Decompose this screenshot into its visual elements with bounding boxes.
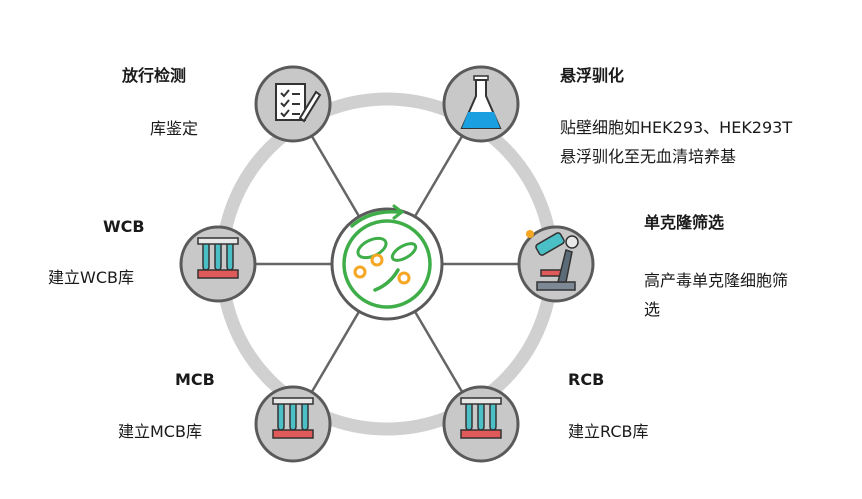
release-title: 放行检测 <box>122 66 187 85</box>
clone-desc-line-1: 高产毒单克隆细胞筛 <box>644 271 789 290</box>
release-desc: 库鉴定 <box>150 119 199 138</box>
suspension-desc-line-2: 悬浮驯化至无血清培养基 <box>560 147 737 166</box>
erlenmeyer-flask-icon <box>460 75 502 129</box>
suspension-title: 悬浮驯化 <box>560 66 625 85</box>
clone-title: 单克隆筛选 <box>644 213 725 232</box>
clone-desc-line-2: 选 <box>644 300 661 319</box>
cell-culture-dish-icon <box>342 204 432 309</box>
test-tube-rack-icon <box>272 397 314 439</box>
test-tube-rack-icon <box>197 237 239 279</box>
center-node <box>330 204 444 321</box>
node-clone <box>517 225 595 303</box>
rcb-title: RCB <box>568 370 605 389</box>
node-release <box>254 65 332 143</box>
node-rcb <box>442 385 520 463</box>
node-suspension <box>442 65 520 143</box>
test-tube-rack-icon <box>460 397 502 439</box>
mcb-desc: 建立MCB库 <box>118 422 202 441</box>
clipboard-checklist-icon <box>275 83 322 123</box>
node-wcb <box>179 225 257 303</box>
rcb-desc: 建立RCB库 <box>568 422 649 441</box>
microscope-icon <box>526 230 579 291</box>
node-mcb <box>254 385 332 463</box>
suspension-desc-line-1: 贴壁细胞如HEK293、HEK293T <box>560 118 793 137</box>
mcb-title: MCB <box>175 370 215 389</box>
wcb-title: WCB <box>103 217 145 236</box>
wcb-desc: 建立WCB库 <box>48 268 134 287</box>
